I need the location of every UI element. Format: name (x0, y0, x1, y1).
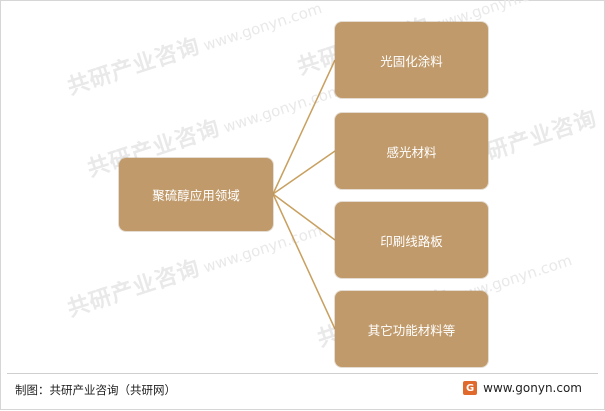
child-node: 其它功能材料等 (335, 291, 488, 367)
gonyn-logo-icon: G (463, 381, 478, 395)
child-node-label: 光固化涂料 (380, 53, 443, 69)
root-node: 聚硫醇应用领域 (119, 158, 273, 231)
connector-line (272, 59, 336, 195)
footer-brand: G www.gonyn.com (463, 381, 582, 395)
child-node-label: 印刷线路板 (380, 233, 443, 249)
child-node: 印刷线路板 (335, 202, 488, 278)
child-node: 光固化涂料 (335, 22, 488, 98)
child-node: 感光材料 (335, 113, 488, 189)
root-node-label: 聚硫醇应用领域 (152, 188, 240, 203)
connector-line (272, 193, 336, 330)
footer-url: www.gonyn.com (483, 381, 582, 395)
child-node-label: 其它功能材料等 (367, 322, 456, 338)
footer-divider (7, 373, 598, 374)
connector-line (272, 193, 336, 241)
connector-line (272, 150, 336, 195)
footer-source: 制图：共研产业咨询（共研网） (15, 383, 176, 397)
child-node-label: 感光材料 (386, 144, 437, 160)
